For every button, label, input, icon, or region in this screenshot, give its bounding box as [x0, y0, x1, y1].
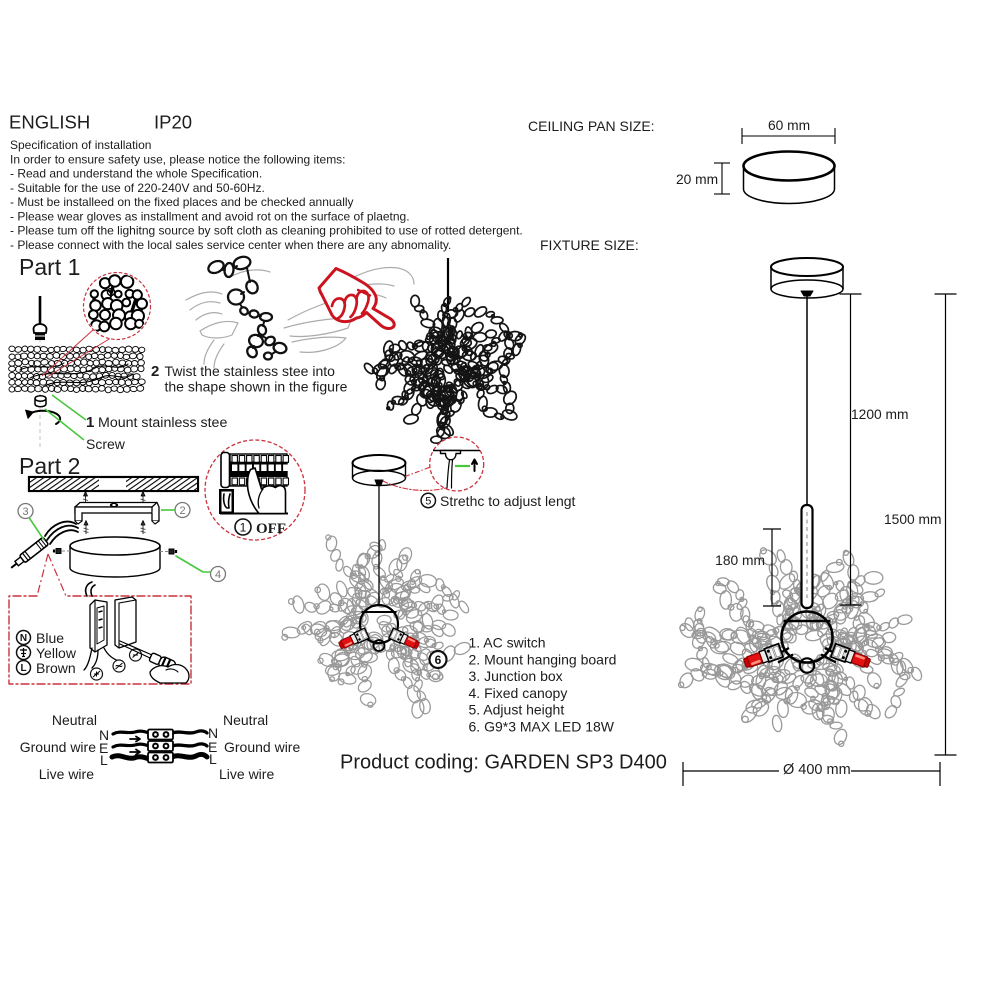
svg-text:1. AC switch: 1. AC switch [469, 635, 546, 651]
svg-text:Yellow: Yellow [36, 645, 77, 661]
svg-text:180 mm: 180 mm [715, 553, 765, 568]
svg-text:CEILING PAN SIZE:: CEILING PAN SIZE: [528, 118, 655, 134]
svg-text:Part 2: Part 2 [19, 453, 80, 479]
svg-text:5. Adjust height: 5. Adjust height [469, 702, 565, 718]
svg-text:- Please connect with the loca: - Please connect with the local sales se… [10, 238, 451, 252]
svg-text:ENGLISH: ENGLISH [9, 112, 90, 133]
svg-text:Twist the stainless stee i: Twist the stainless stee into [165, 363, 336, 379]
svg-text:2. Mount hanging board: 2. Mount hanging board [469, 651, 617, 667]
svg-text:Product coding: GARDEN SP3 D40: Product coding: GARDEN SP3 D400 [340, 752, 667, 774]
svg-text:N: N [208, 725, 218, 741]
svg-text:1500 mm: 1500 mm [884, 512, 942, 527]
svg-text:L: L [100, 752, 108, 768]
svg-text:3. Junction box: 3. Junction box [469, 668, 563, 684]
svg-text:- Please wear gloves as instal: - Please wear gloves as installment and … [10, 209, 410, 223]
svg-text:Mount stainless stee: Mount stainless stee [98, 415, 227, 431]
svg-text:the shape shown in the figure: the shape shown in the figure [165, 379, 348, 395]
svg-text:- Suitable for the use of 220-: - Suitable for the use of 220-240V and 5… [10, 181, 265, 195]
svg-text:IP20: IP20 [154, 112, 192, 133]
svg-text:- Read and understand the whol: - Read and understand the whole Specific… [10, 167, 262, 181]
svg-text:Neutral: Neutral [52, 712, 97, 728]
svg-text:20 mm: 20 mm [676, 172, 718, 187]
svg-text:Neutral: Neutral [223, 712, 268, 728]
svg-text:N: N [99, 727, 109, 743]
svg-text:Brown: Brown [36, 660, 76, 676]
svg-text:Ø 400 mm: Ø 400 mm [783, 762, 851, 778]
svg-text:2: 2 [151, 363, 159, 380]
svg-text:60 mm: 60 mm [768, 118, 810, 133]
svg-text:Ground wire: Ground wire [224, 739, 300, 755]
svg-text:6: 6 [435, 653, 442, 667]
svg-text:FIXTURE SIZE:: FIXTURE SIZE: [540, 237, 639, 253]
svg-text:Specification of installation: Specification of installation [10, 138, 151, 152]
svg-text:3: 3 [22, 506, 28, 518]
svg-text:Ground wire: Ground wire [20, 739, 96, 755]
svg-text:6. G9*3 MAX LED 18W: 6. G9*3 MAX LED 18W [469, 719, 615, 735]
svg-text:OFF: OFF [256, 521, 286, 537]
svg-text:1200 mm: 1200 mm [851, 407, 909, 422]
svg-text:L: L [20, 663, 26, 674]
svg-text:Part 1: Part 1 [19, 254, 80, 280]
svg-text:E: E [99, 740, 108, 756]
svg-text:- Please tum off the lighitng: - Please tum off the lighitng source by … [10, 224, 523, 238]
svg-text:5: 5 [425, 495, 431, 507]
svg-text:Screw: Screw [86, 436, 126, 452]
svg-text:L: L [209, 751, 217, 767]
svg-text:Live wire: Live wire [39, 766, 94, 782]
svg-text:- Must be installeed on the fi: - Must be installeed on the fixed places… [10, 195, 354, 209]
svg-text:4. Fixed canopy: 4. Fixed canopy [469, 685, 568, 701]
svg-text:Live wire: Live wire [219, 766, 274, 782]
svg-text:E: E [208, 739, 217, 755]
svg-text:In order to ensure safety use,: In order to ensure safety use, please no… [10, 152, 346, 166]
svg-text:2: 2 [179, 505, 185, 517]
svg-text:N: N [20, 633, 27, 644]
svg-text:Strethc to adjust lengt: Strethc to adjust lengt [440, 493, 576, 509]
svg-text:Blue: Blue [36, 630, 64, 646]
svg-text:1: 1 [240, 520, 247, 534]
svg-text:4: 4 [215, 569, 221, 581]
svg-text:1: 1 [86, 414, 94, 431]
